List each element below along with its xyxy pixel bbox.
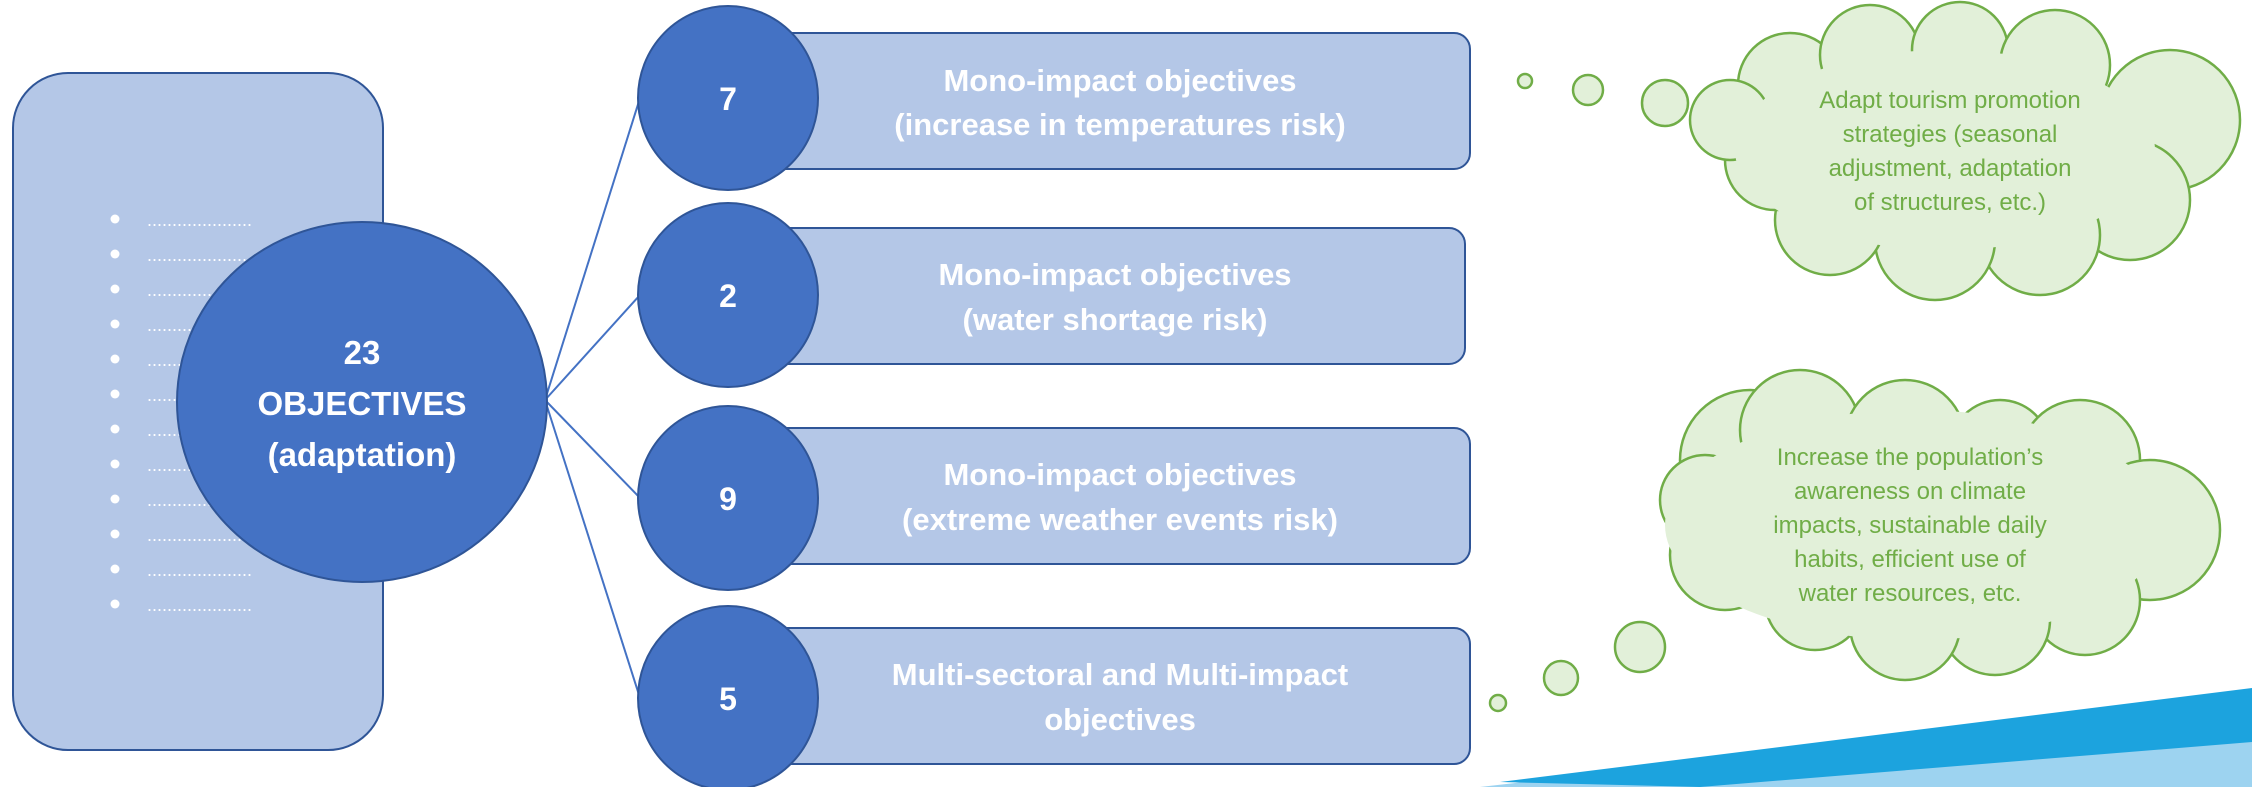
thought-bubble: [1571, 73, 1605, 107]
objective-box: [769, 627, 1471, 765]
cloud-text-line: of structures, etc.): [1854, 189, 2046, 216]
cloud-text-line: Increase the population’s: [1777, 444, 2043, 471]
bullet-dot: [110, 459, 120, 469]
objective-count: 7: [719, 81, 737, 117]
connector-line: [544, 399, 641, 499]
objective-count-circle: [637, 405, 819, 591]
objective-box: [769, 32, 1471, 170]
cloud-text-line: water resources, etc.: [1798, 580, 2022, 607]
connector-line: [544, 399, 641, 699]
bullet-dot: [110, 564, 120, 574]
thought-bubble: [1516, 72, 1534, 90]
objective-box: [769, 227, 1466, 365]
cloud-text-line: Adapt tourism promotion: [1819, 87, 2080, 114]
cloud-text-line: awareness on climate: [1794, 478, 2026, 505]
cloud-bottom-core: [1665, 410, 2165, 640]
cloud-top-text: Adapt tourism promotion strategies (seaso…: [1819, 87, 2080, 216]
bullet-placeholder: .....................: [147, 525, 252, 545]
cloud-text-line: impacts, sustainable daily: [1773, 512, 2046, 539]
bullet-placeholder: .....................: [147, 245, 252, 265]
bullet-placeholder: .....................: [147, 210, 252, 230]
thought-bubble: [1640, 78, 1690, 128]
objective-count: 2: [719, 278, 737, 314]
bullet-dot: [110, 249, 120, 259]
objective-title: Multi-sectoral and Multi-impact: [892, 657, 1348, 692]
connector-line: [544, 97, 641, 401]
objective-subtitle: (extreme weather events risk): [902, 502, 1338, 537]
objective-title: Mono-impact objectives: [938, 257, 1291, 292]
cloud-text-line: strategies (seasonal: [1843, 121, 2058, 148]
bullet-dot: [110, 214, 120, 224]
objective-row-3: 9 Mono-impact objectives (extreme weathe…: [637, 405, 1471, 591]
objective-subtitle: (increase in temperatures risk): [894, 107, 1345, 142]
thought-bubble: [1542, 659, 1580, 697]
center-circle: [176, 221, 548, 583]
accent-stripe: [1500, 688, 2252, 787]
thought-bubbles-bottom: [1488, 620, 1667, 713]
objective-count-circle: [637, 5, 819, 191]
objective-count: 9: [719, 481, 737, 517]
bullet-dot: [110, 599, 120, 609]
bullet-placeholder: .....................: [147, 560, 252, 580]
bullet-dot: [110, 494, 120, 504]
bullet-dot: [110, 284, 120, 294]
center-title: OBJECTIVES: [257, 385, 466, 422]
cloud-text-line: habits, efficient use of: [1794, 546, 2026, 573]
objective-title: Mono-impact objectives: [943, 63, 1296, 98]
cloud-text-line: adjustment, adaptation: [1829, 155, 2072, 182]
connector-line: [544, 294, 641, 401]
objective-subtitle: objectives: [1044, 702, 1196, 737]
objective-subtitle: (water shortage risk): [963, 302, 1268, 337]
objective-row-2: 2 Mono-impact objectives (water shortage…: [637, 202, 1466, 388]
cloud-top-core: [1735, 50, 2155, 250]
thought-bubble: [1613, 620, 1667, 674]
bullet-dot: [110, 319, 120, 329]
bullet-dot: [110, 424, 120, 434]
thought-bubbles-top: [1516, 72, 1690, 128]
objective-row-1: 7 Mono-impact objectives (increase in te…: [637, 5, 1471, 191]
objective-count-circle: [637, 202, 819, 388]
thought-bubble: [1488, 693, 1508, 713]
bullet-dot: [110, 354, 120, 364]
bullet-dot: [110, 529, 120, 539]
bullet-placeholder: .....................: [147, 595, 252, 615]
objective-box: [769, 427, 1471, 565]
objective-row-4: 5 Multi-sectoral and Multi-impact object…: [637, 605, 1471, 787]
objective-count: 5: [719, 681, 737, 717]
cloud-bottom-text: Increase the population’s awareness on cl…: [1773, 444, 2046, 607]
center-subtitle: (adaptation): [268, 436, 457, 473]
bullet-dot: [110, 389, 120, 399]
objective-count-circle: [637, 605, 819, 787]
center-count: 23: [344, 334, 381, 371]
objective-title: Mono-impact objectives: [943, 457, 1296, 492]
connectors: [544, 97, 641, 699]
